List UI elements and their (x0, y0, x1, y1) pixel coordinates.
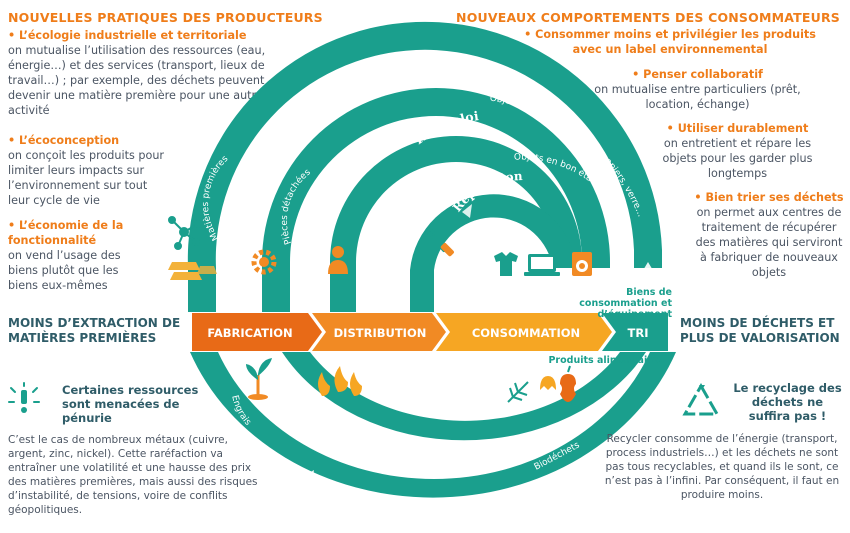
consumer-item: • Consommer moins et privilégier les pro… (520, 27, 820, 57)
consumer-item-label: Penser collaboratif (643, 68, 763, 81)
consumer-item-text: on permet aux centres de traitement de r… (695, 206, 843, 279)
arrow-icon (462, 204, 472, 218)
arrow-icon (300, 470, 314, 486)
methanisation-label: Méthanisation (376, 438, 477, 466)
right-heading: MOINS DE DÉCHETS ET PLUS DE VALORISATION (680, 316, 840, 345)
step-consommation-label: CONSOMMATION (472, 326, 580, 340)
producers-list: • L’écologie industrielle et territorial… (8, 28, 298, 124)
step-distribution-label: DISTRIBUTION (334, 326, 427, 340)
step-tri-label: TRI (628, 326, 649, 340)
biens-caption: Biens de consommation et d’équipement (579, 287, 672, 320)
consumers-title: NOUVEAUX COMPORTEMENTS DES CONSOMMATEURS (456, 10, 840, 25)
gear-icon (251, 249, 277, 275)
reparation-arc (410, 194, 576, 312)
flame-icon (318, 366, 362, 396)
producer-item-text: on conçoit les produits pour limiter leu… (8, 149, 165, 207)
eggshell-icon (540, 376, 556, 390)
bullet: • (632, 68, 644, 81)
recycle-title: Le recyclage des déchets ne suffira pas … (733, 381, 842, 423)
step-consommation (436, 313, 612, 351)
producers-title: NOUVELLES PRATIQUES DES PRODUCTEURS (8, 10, 323, 25)
producer-item-label: L’économie de la fonctionnalité (8, 219, 124, 247)
bullet: • (8, 219, 20, 232)
consumer-item-text: on mutualise entre particuliers (prêt, l… (594, 83, 801, 111)
recycle-text: Recycler consomme de l’énergie (transpor… (604, 433, 840, 501)
warning-text: C’est le cas de nombreux métaux (cuivre,… (8, 434, 258, 516)
left-heading: MOINS D’EXTRACTION DE MATIÈRES PREMIÈRES (8, 316, 181, 345)
consumer-item: • Penser collaboratif on mutualise entre… (580, 67, 815, 112)
molecule-icon (168, 216, 202, 250)
consumer-item-label: Utiliser durablement (677, 122, 809, 135)
producer-item-text: on mutualise l’utilisation des ressource… (8, 44, 266, 117)
consumer-item: • Bien trier ses déchets on permet aux c… (694, 190, 844, 280)
producer-item-label: L’écoconception (19, 134, 120, 147)
screwdriver-icon (425, 229, 454, 257)
step-tri (602, 313, 668, 351)
consumer-item-label: Consommer moins et privilégier les produ… (535, 28, 816, 56)
bullet: • (694, 191, 706, 204)
tshirt-icon (494, 252, 518, 276)
recycle-icon (680, 382, 722, 422)
step-fabrication-label: FABRICATION (207, 326, 292, 340)
arrow-icon (412, 170, 422, 184)
methanisation-arc (282, 352, 646, 441)
producer-item-text: on vend l’usage des biens plutôt que les… (8, 249, 121, 292)
bullet: • (8, 134, 20, 147)
fishbone-icon (507, 381, 529, 403)
arrow-icon (356, 432, 370, 448)
arrow-icon (290, 110, 300, 124)
producer-item-label: L’écologie industrielle et territoriale (19, 29, 247, 42)
reemploi-arc (330, 136, 582, 312)
bullet: • (666, 122, 678, 135)
producer-item: • L’économie de la fonctionnalité on ven… (8, 218, 138, 293)
step-fabrication (192, 313, 322, 351)
consumer-item-text: on entretient et répare les objets pour … (662, 137, 813, 180)
step-distribution (312, 313, 446, 351)
warning-title: Certaines ressources sont menacées de pé… (62, 383, 199, 425)
arrow-icon (642, 262, 654, 272)
laptop-icon (524, 254, 560, 276)
producer-item: • L’écologie industrielle et territorial… (8, 28, 298, 118)
arrow-icon (350, 140, 360, 154)
apple-core-icon (560, 365, 576, 402)
bullet: • (524, 28, 536, 41)
gold-bars-icon (168, 262, 217, 280)
washing-machine-icon (572, 252, 592, 276)
consumer-item-label: Bien trier ses déchets (705, 191, 844, 204)
compostage-arc (190, 352, 676, 498)
produits-caption: Produits alimentaires (548, 355, 664, 366)
bullet: • (8, 29, 20, 42)
warning-icon (8, 382, 40, 418)
person-icon (328, 246, 355, 274)
consumer-item: • Utiliser durablement on entretient et … (650, 121, 825, 181)
plant-icon (246, 358, 272, 400)
refabrication-arc (262, 88, 610, 312)
producer-item: • L’écoconception on conçoit les produit… (8, 133, 168, 208)
